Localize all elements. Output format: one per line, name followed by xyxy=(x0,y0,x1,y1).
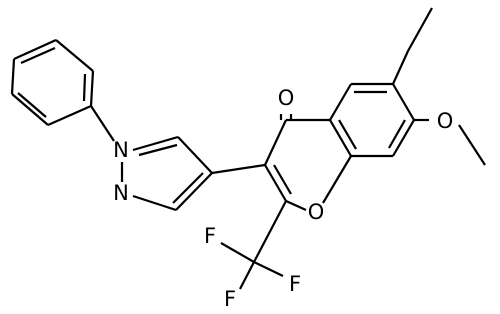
bond-benzo-c8-c7 xyxy=(392,119,415,157)
bond-pyrazole-c5-n1-inner xyxy=(138,143,178,157)
bond-methoxy-o-ch3 xyxy=(458,124,486,166)
bond-benzo-c7-c6 xyxy=(392,83,415,121)
bond-cf3-f3 xyxy=(239,261,255,290)
bond-ethyl-ch2 xyxy=(391,50,410,85)
bond-c3-pyrazole-c4 xyxy=(211,163,266,175)
bond-benzo-c5-c4a xyxy=(329,83,352,121)
bond-phenyl-e xyxy=(55,39,94,72)
bond-pyrazole-c4-c5 xyxy=(177,136,213,174)
bond-phenyl-f-inner xyxy=(82,73,87,102)
bond-cf3-f2 xyxy=(253,261,284,277)
bond-pyrazole-n2-c3 xyxy=(132,194,177,212)
bond-c2-ring-o xyxy=(285,199,307,212)
fluorine-3-label: F xyxy=(224,287,236,311)
bond-pyrazole-c4-c3 xyxy=(175,172,213,211)
bond-phenyl-a xyxy=(47,104,92,127)
methoxy-oxygen-label: O xyxy=(437,109,454,133)
bond-ethyl-ch3 xyxy=(407,7,433,52)
bond-phenyl-d-inner xyxy=(20,46,56,65)
ketone-oxygen-label: O xyxy=(278,86,295,110)
bond-pyrazole-c5-n1 xyxy=(132,135,179,152)
bond-phenyl-b-inner xyxy=(17,92,47,118)
bond-pyrazole-c4-c3-inner xyxy=(172,172,204,204)
ring-oxygen-label: O xyxy=(308,200,325,224)
pyrazole-n2-label: N xyxy=(113,181,129,205)
bond-cf3-f1 xyxy=(220,242,255,263)
bond-ring-o-c8a xyxy=(322,155,352,204)
bond-c4-c3 xyxy=(264,119,287,166)
pyrazole-n1-label: N xyxy=(113,138,129,162)
fluorine-1-label: F xyxy=(204,224,216,248)
bond-c2-cf3 xyxy=(253,200,287,263)
bond-n1-phenyl xyxy=(90,105,115,142)
bond-benzo-c4a-c8a-inner xyxy=(338,119,357,150)
bond-layer xyxy=(10,7,486,290)
bond-phenyl-c xyxy=(10,58,16,95)
atom-label-layer: O O O N N F F F xyxy=(113,86,453,311)
bond-benzo-c8-c7-inner xyxy=(388,119,406,149)
bond-phenyl-f xyxy=(89,70,95,107)
bond-phenyl-d xyxy=(13,38,57,61)
bond-c3-c2-inner xyxy=(273,164,292,195)
bond-phenyl-b xyxy=(11,93,49,126)
bond-c3-c2 xyxy=(264,164,287,202)
fluorine-2-label: F xyxy=(289,272,301,296)
bond-benzo-c4a-c8a xyxy=(329,119,352,157)
